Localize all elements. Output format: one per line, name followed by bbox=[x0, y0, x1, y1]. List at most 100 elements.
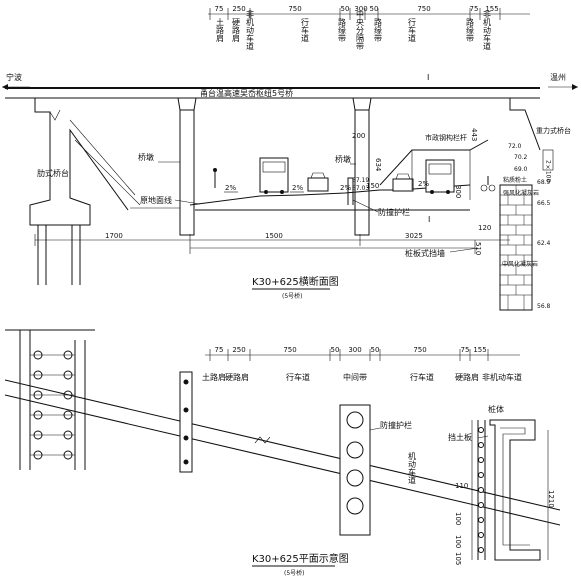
lane-label: 硬路肩 bbox=[232, 18, 241, 43]
dim-top: 75 bbox=[470, 5, 479, 13]
lane-label: 行车道 bbox=[410, 372, 434, 382]
pedestrian-icon bbox=[213, 168, 217, 188]
lane-label: 土路肩 bbox=[202, 372, 226, 382]
dim-110: 110 bbox=[455, 482, 468, 490]
weathered-label: 强风化凝灰岩 bbox=[503, 189, 539, 197]
bus-icon bbox=[259, 157, 289, 194]
cyclist-icon bbox=[480, 176, 496, 192]
dim-1700: 1700 bbox=[105, 232, 123, 240]
gravity-abutment-label: 重力式桥台 bbox=[536, 126, 571, 135]
dim-200: 200 bbox=[352, 132, 365, 140]
lane-label: 非机动车道 bbox=[246, 9, 255, 51]
section-title: K30+625横断面图 bbox=[252, 275, 339, 288]
elev-label: 56.8 bbox=[537, 303, 551, 310]
dim-2x100: 2×100 bbox=[545, 160, 552, 182]
slope-label: 2% bbox=[292, 184, 303, 192]
dim-top: 250 bbox=[232, 5, 245, 13]
car-icon bbox=[307, 172, 329, 192]
elev-label: 62.4 bbox=[537, 240, 551, 247]
elev-label: 69.0 bbox=[514, 166, 528, 173]
elev-label: 66.5 bbox=[537, 200, 551, 207]
dim-120: 120 bbox=[478, 224, 491, 232]
dim-top: 750 bbox=[283, 346, 296, 354]
dim-top: 250 bbox=[232, 346, 245, 354]
elev-label: 67.03 bbox=[352, 185, 369, 192]
section-mark: I bbox=[428, 215, 430, 224]
dim-634: 634 bbox=[374, 158, 382, 172]
plan-title: K30+625平面示意图 bbox=[252, 552, 349, 565]
dim-443: 443 bbox=[470, 128, 478, 141]
dim-top: 750 bbox=[413, 346, 426, 354]
mod-weathered-label: 中风化凝灰岩 bbox=[502, 260, 538, 268]
lane-label: 土路肩 bbox=[216, 17, 225, 43]
dim-100: 100 bbox=[454, 512, 462, 525]
pile-detail bbox=[477, 419, 541, 561]
cross-section-view: 75 250 750 50 300 50 750 75 155 土路肩 硬路肩 … bbox=[2, 5, 578, 311]
section-mark: I bbox=[427, 73, 429, 82]
bridge-label: 甬台温高速吴岙枢纽5号桥 bbox=[200, 88, 293, 98]
ground-line-label: 原地面线 bbox=[140, 195, 172, 205]
abutment-left-label: 肋式桥台 bbox=[37, 168, 69, 178]
retaining-plate-label: 挡土板 bbox=[448, 432, 472, 442]
section-subtitle: (5号桥) bbox=[282, 292, 303, 300]
pier2-label: 桥墩 bbox=[335, 154, 351, 164]
dim-510: 510 bbox=[474, 242, 482, 255]
lane-label: 中央分隔带 bbox=[356, 9, 365, 51]
lane-label: 硬路肩 bbox=[455, 372, 479, 382]
pier-plan bbox=[179, 371, 193, 473]
retaining-wall bbox=[499, 184, 533, 311]
clay-label: 粘质粉土 bbox=[503, 176, 527, 184]
dim-150: 150 bbox=[366, 182, 379, 190]
lane-label: 行车道 bbox=[286, 372, 310, 382]
dim-top: 50 bbox=[370, 5, 379, 13]
dim-100: 100 bbox=[454, 535, 462, 548]
slope-label: 2% bbox=[340, 184, 351, 192]
slope-label: 2% bbox=[418, 180, 429, 188]
dim-300: 300 bbox=[454, 185, 462, 198]
dim-top: 75 bbox=[215, 346, 224, 354]
elev-label: 67.19 bbox=[352, 177, 369, 184]
dim-3025: 3025 bbox=[405, 232, 423, 240]
anti-collision-label: 防撞护栏 bbox=[380, 420, 412, 430]
dim-top: 750 bbox=[288, 5, 301, 13]
lane-label: 非机动车道 bbox=[482, 372, 522, 382]
plan-view: 75 250 750 50 300 50 750 75 155 土路肩 硬路肩 … bbox=[4, 329, 561, 577]
motor-lane-label: 机动车道 bbox=[408, 451, 417, 485]
municipal-rail-label: 市政钢构栏杆 bbox=[425, 133, 467, 142]
lane-label: 非机动车道 bbox=[483, 9, 492, 51]
lane-label: 中间带 bbox=[343, 372, 367, 382]
dim-top: 155 bbox=[485, 5, 498, 13]
pile-wall-label: 桩板式挡墙 bbox=[405, 248, 445, 258]
lane-label: 行车道 bbox=[301, 17, 310, 43]
anti-collision-label: 防撞护栏 bbox=[378, 207, 410, 217]
lane-label: 路缘带 bbox=[466, 17, 475, 43]
bus-icon bbox=[425, 159, 455, 194]
dim-top: 300 bbox=[348, 346, 361, 354]
lane-label: 路缘带 bbox=[374, 17, 383, 43]
dim-105: 105 bbox=[454, 552, 462, 565]
dim-top: 75 bbox=[215, 5, 224, 13]
dim-top: 50 bbox=[331, 346, 340, 354]
slope-label: 2% bbox=[225, 184, 236, 192]
place-left: 宁波 bbox=[6, 72, 22, 82]
place-right: 温州 bbox=[550, 73, 566, 82]
lane-label: 路缘带 bbox=[338, 17, 347, 43]
dim-top: 50 bbox=[341, 5, 350, 13]
plan-subtitle: (5号桥) bbox=[284, 569, 305, 577]
pile-label: 桩体 bbox=[488, 404, 504, 414]
pier-plan bbox=[339, 404, 371, 536]
elev-label: 72.0 bbox=[508, 143, 522, 150]
abutment-plan bbox=[5, 329, 95, 470]
dim-top: 750 bbox=[417, 5, 430, 13]
dim-top: 300 bbox=[354, 5, 367, 13]
car-icon bbox=[392, 173, 414, 192]
dim-top: 75 bbox=[461, 346, 470, 354]
dim-1500: 1500 bbox=[265, 232, 283, 240]
pier-label: 桥墩 bbox=[138, 152, 154, 162]
elev-label: 68.9 bbox=[537, 179, 551, 186]
dim-top: 50 bbox=[371, 346, 380, 354]
dim-1210: 1210 bbox=[547, 490, 555, 508]
lane-label: 行车道 bbox=[408, 17, 417, 43]
lane-label: 硬路肩 bbox=[225, 372, 249, 382]
